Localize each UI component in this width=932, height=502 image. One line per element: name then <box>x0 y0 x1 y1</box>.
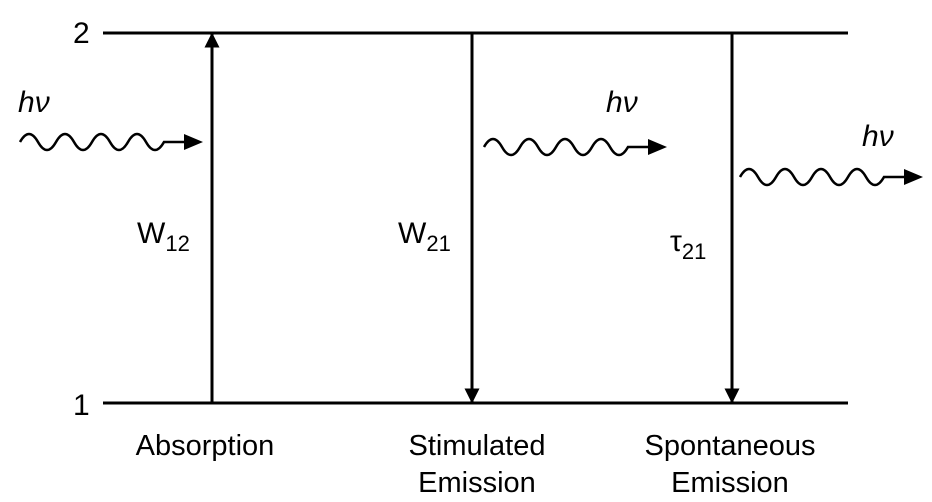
absorption-rate-label: W12 <box>137 217 190 256</box>
photon-label-stimulated: hν <box>606 86 638 119</box>
absorption-process: hν W12 Absorption <box>18 32 275 462</box>
photon-wave-incident <box>18 132 184 152</box>
stimulated-emission-caption-line1: Stimulated <box>408 430 545 462</box>
spontaneous-emission-caption-line2: Emission <box>671 467 789 499</box>
stimulated-emission-rate-label: W21 <box>398 217 451 256</box>
photon-wave-stimulated <box>482 137 648 157</box>
spontaneous-emission-caption-line1: Spontaneous <box>645 430 816 462</box>
lower-level-label: 1 <box>73 389 90 422</box>
photon-label-incident: hν <box>18 86 50 119</box>
photon-arrowhead-stimulated <box>648 139 667 155</box>
stimulated-emission-caption-line2: Emission <box>418 467 536 499</box>
stimulated-emission-process: hν W21 Stimulated Emission <box>398 33 667 499</box>
photon-label-spontaneous: hν <box>862 120 894 153</box>
absorption-caption: Absorption <box>136 430 275 462</box>
photon-wave-spontaneous <box>738 167 904 187</box>
spontaneous-emission-process: hν τ21 Spontaneous Emission <box>645 33 923 499</box>
upper-level-label: 2 <box>73 17 90 50</box>
photon-arrowhead-spontaneous <box>904 169 923 185</box>
spontaneous-emission-rate-label: τ21 <box>670 225 706 264</box>
photon-arrowhead-incident <box>184 134 203 150</box>
